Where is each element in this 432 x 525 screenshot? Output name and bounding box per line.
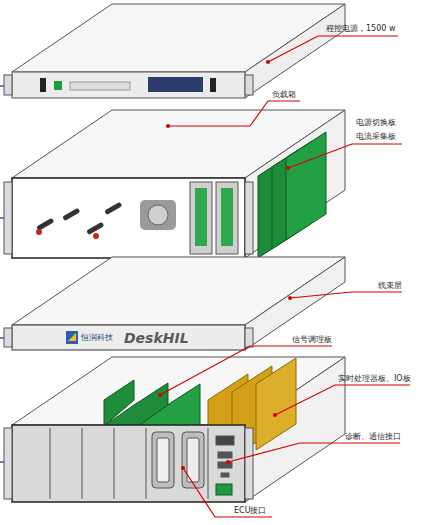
- leader-line: [290, 292, 402, 298]
- power-switch: [216, 484, 232, 495]
- tick: [0, 217, 4, 219]
- rack-ear: [245, 75, 253, 95]
- tick: [0, 337, 4, 339]
- db-connector: [157, 438, 169, 482]
- leader-line: [275, 385, 410, 415]
- vent: [70, 82, 130, 90]
- rack-ear: [4, 182, 12, 254]
- logo-icon: [66, 331, 78, 344]
- port: [221, 473, 229, 477]
- rack-ear: [4, 328, 12, 347]
- power-supply-layer: [4, 4, 345, 98]
- leader-line: [183, 468, 272, 517]
- callout-label: 负载箱: [272, 89, 296, 101]
- sensor: [36, 229, 42, 235]
- leader-dot: [226, 460, 230, 464]
- side-face: [245, 110, 345, 258]
- callout-label: 实时处理器板、IO板: [338, 373, 411, 385]
- front-panel: [12, 178, 245, 258]
- throttle-body: [148, 205, 168, 225]
- callout-label: 程控电源，1500 w: [326, 23, 395, 35]
- slot-divider: [82, 428, 83, 499]
- throttle-body: [140, 200, 176, 230]
- front-panel: [12, 325, 245, 350]
- front-panel: [12, 72, 245, 98]
- load-box-layer: [4, 110, 345, 258]
- db-connector: [187, 438, 199, 482]
- port: [218, 462, 232, 468]
- sensor: [62, 208, 80, 221]
- sensor: [104, 202, 122, 215]
- tick: [0, 461, 4, 463]
- front-panel: [12, 425, 245, 502]
- leader-dot: [158, 393, 162, 397]
- tick-marks: [0, 86, 4, 462]
- callout-label: 电源切换板 电流采集板: [356, 116, 400, 144]
- knob: [210, 78, 216, 92]
- main-chassis-layer: [4, 357, 345, 502]
- db-connector: [182, 432, 204, 488]
- orange-board: [256, 358, 296, 450]
- terminal-board: [190, 182, 212, 254]
- terminal-strip: [195, 188, 207, 246]
- leader-dot: [166, 124, 170, 128]
- leader-line: [228, 443, 400, 462]
- side-face: [245, 4, 345, 98]
- logo-icon: [68, 333, 76, 341]
- port: [216, 436, 234, 445]
- leader-dots: [158, 60, 292, 470]
- slot-divider: [146, 428, 147, 499]
- leader-dot: [266, 60, 270, 64]
- rack-ear: [4, 75, 12, 95]
- tick: [0, 85, 4, 87]
- callout-label: 线束层: [378, 280, 402, 292]
- switch: [40, 78, 46, 92]
- leader-line: [160, 346, 332, 395]
- callout-label: 诊断、通信接口: [345, 431, 401, 443]
- side-face: [245, 257, 345, 350]
- rack-ear: [245, 428, 253, 499]
- green-board: [286, 132, 326, 240]
- leader-line: [168, 101, 300, 126]
- leader-dot: [273, 413, 277, 417]
- sensor-icons: [36, 200, 176, 239]
- terminal-board: [216, 182, 238, 254]
- callout-label: ECU接口: [234, 505, 267, 517]
- harness-layer: [4, 257, 345, 350]
- slot-divider: [50, 428, 51, 499]
- slot-divider: [114, 428, 115, 499]
- leader-dot: [288, 296, 292, 300]
- sensor: [93, 233, 99, 239]
- rack-ear: [4, 428, 12, 499]
- leader-lines: [160, 36, 410, 517]
- terminal-strip: [221, 188, 233, 246]
- leader-line: [268, 36, 398, 62]
- rack-ear: [245, 182, 253, 254]
- leader-line: [288, 144, 402, 168]
- leader-dot: [181, 466, 185, 470]
- callout-label: 信号调理板: [292, 334, 332, 346]
- indicator: [54, 81, 62, 90]
- leader-dot: [286, 166, 290, 170]
- db-connector: [152, 432, 174, 488]
- logo-text: 恒润科技: [81, 332, 113, 344]
- port: [218, 452, 232, 458]
- display: [148, 77, 203, 92]
- logo-text: DeskHIL: [124, 329, 189, 347]
- rack-ear: [245, 328, 253, 347]
- slot-divider: [208, 428, 209, 499]
